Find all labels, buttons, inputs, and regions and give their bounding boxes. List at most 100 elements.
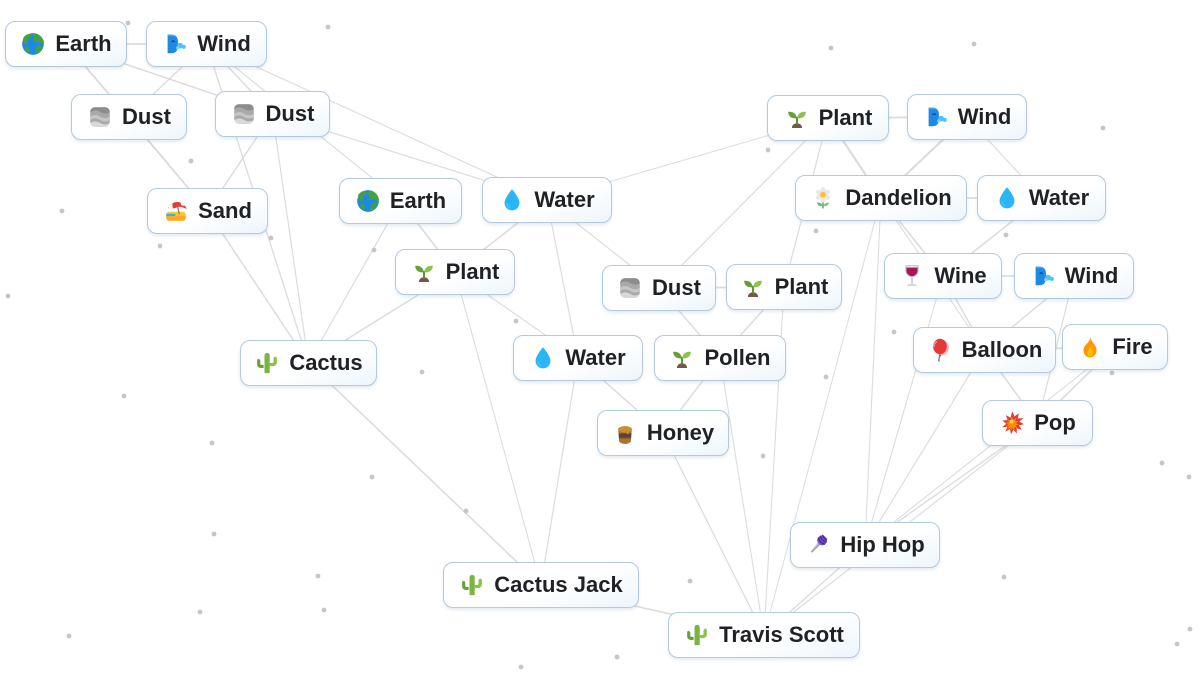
- craft-item-label: Wind: [957, 103, 1012, 129]
- wind-icon: [162, 31, 188, 57]
- craft-item-plant[interactable]: Plant: [395, 249, 515, 295]
- plant-icon: [411, 259, 437, 285]
- connection-line: [307, 200, 402, 364]
- craft-item-label: Honey: [646, 419, 715, 445]
- background-dot: [891, 329, 897, 335]
- craft-item-wind[interactable]: Wind: [1014, 253, 1134, 299]
- craft-item-label: Wind: [1064, 262, 1119, 288]
- background-dot: [369, 474, 375, 480]
- craft-item-wind[interactable]: Wind: [907, 94, 1027, 140]
- connection-line: [864, 275, 944, 546]
- craft-item-label: Water: [565, 344, 626, 370]
- craft-item-earth[interactable]: Earth: [5, 21, 127, 67]
- background-dot: [765, 147, 771, 153]
- connection-line: [206, 210, 310, 364]
- connection-line: [662, 432, 765, 636]
- craft-item-label: Plant: [774, 273, 829, 299]
- water-icon: [994, 185, 1020, 211]
- connection-line: [864, 349, 986, 546]
- craft-item-label: Travis Scott: [719, 621, 844, 647]
- sand-icon: [163, 198, 189, 224]
- craft-item-wind[interactable]: Wind: [146, 21, 267, 67]
- cactus-icon: [459, 572, 485, 598]
- craft-item-label: Dust: [265, 100, 315, 126]
- craft-item-label: Balloon: [961, 336, 1043, 362]
- craft-item-plant[interactable]: Plant: [767, 95, 889, 141]
- background-dot: [188, 158, 194, 164]
- craft-item-label: Cactus: [289, 349, 363, 375]
- background-dot: [315, 573, 321, 579]
- background-dot: [325, 24, 331, 30]
- background-dot: [5, 293, 11, 299]
- plant-icon: [740, 274, 766, 300]
- background-dot: [59, 208, 65, 214]
- connection-line: [540, 357, 579, 586]
- craft-item-earth[interactable]: Earth: [339, 178, 462, 224]
- connection-line: [206, 43, 548, 201]
- craft-item-pop[interactable]: Pop: [982, 400, 1093, 446]
- background-dot: [828, 45, 834, 51]
- water-icon: [499, 187, 525, 213]
- craft-item-label: Dandelion: [845, 184, 952, 210]
- background-dot: [66, 633, 72, 639]
- craft-item-water[interactable]: Water: [977, 175, 1106, 221]
- connection-line: [864, 346, 1116, 546]
- wind-icon: [923, 104, 949, 130]
- wind-icon: [1030, 263, 1056, 289]
- cactus-icon: [684, 622, 710, 648]
- background-dot: [121, 393, 127, 399]
- craft-item-hip-hop[interactable]: Hip Hop: [790, 522, 940, 568]
- dust-icon: [231, 101, 257, 127]
- craft-item-cactus-jack[interactable]: Cactus Jack: [443, 562, 639, 608]
- craft-item-label: Water: [1028, 184, 1090, 210]
- craft-item-balloon[interactable]: Balloon: [913, 327, 1056, 373]
- craft-item-dust[interactable]: Dust: [215, 91, 330, 137]
- balloon-icon: [927, 337, 953, 363]
- pop-icon: [999, 410, 1025, 436]
- background-dot: [209, 440, 215, 446]
- craft-item-cactus[interactable]: Cactus: [240, 340, 377, 386]
- plant-icon: [669, 345, 695, 371]
- wine-icon: [899, 263, 925, 289]
- craft-item-plant[interactable]: Plant: [726, 264, 842, 310]
- craft-item-label: Dust: [122, 103, 171, 129]
- connection-line: [864, 197, 882, 546]
- background-dot: [419, 369, 425, 375]
- dust-icon: [87, 104, 113, 130]
- dust-icon: [617, 275, 643, 301]
- background-dot: [813, 228, 819, 234]
- background-dot: [1003, 232, 1009, 238]
- craft-item-label: Wind: [197, 30, 251, 56]
- background-dot: [197, 609, 203, 615]
- background-dot: [1109, 370, 1115, 376]
- craft-item-dandelion[interactable]: Dandelion: [795, 175, 967, 221]
- craft-item-honey[interactable]: Honey: [597, 410, 729, 456]
- background-dot: [614, 654, 620, 660]
- water-icon: [530, 345, 556, 371]
- cactus-icon: [254, 350, 280, 376]
- craft-item-water[interactable]: Water: [513, 335, 643, 381]
- craft-item-wine[interactable]: Wine: [884, 253, 1002, 299]
- background-dot: [1001, 574, 1007, 580]
- background-dot: [321, 607, 327, 613]
- background-dot: [371, 247, 377, 253]
- connection-line: [271, 113, 310, 364]
- craft-item-label: Cactus Jack: [494, 571, 623, 597]
- craft-item-travis-scott[interactable]: Travis Scott: [668, 612, 860, 658]
- fire-icon: [1077, 334, 1103, 360]
- craft-item-dust[interactable]: Dust: [71, 94, 187, 140]
- craft-item-label: Plant: [445, 258, 500, 284]
- background-dot: [760, 453, 766, 459]
- connection-line: [307, 362, 542, 586]
- craft-item-dust[interactable]: Dust: [602, 265, 716, 311]
- earth-icon: [20, 31, 46, 57]
- background-dot: [1174, 641, 1180, 647]
- dandelion-icon: [810, 185, 836, 211]
- craft-item-water[interactable]: Water: [482, 177, 612, 223]
- background-dot: [125, 20, 131, 26]
- background-dot: [687, 578, 693, 584]
- craft-item-sand[interactable]: Sand: [147, 188, 268, 234]
- craft-item-fire[interactable]: Fire: [1062, 324, 1168, 370]
- craft-item-pollen[interactable]: Pollen: [654, 335, 786, 381]
